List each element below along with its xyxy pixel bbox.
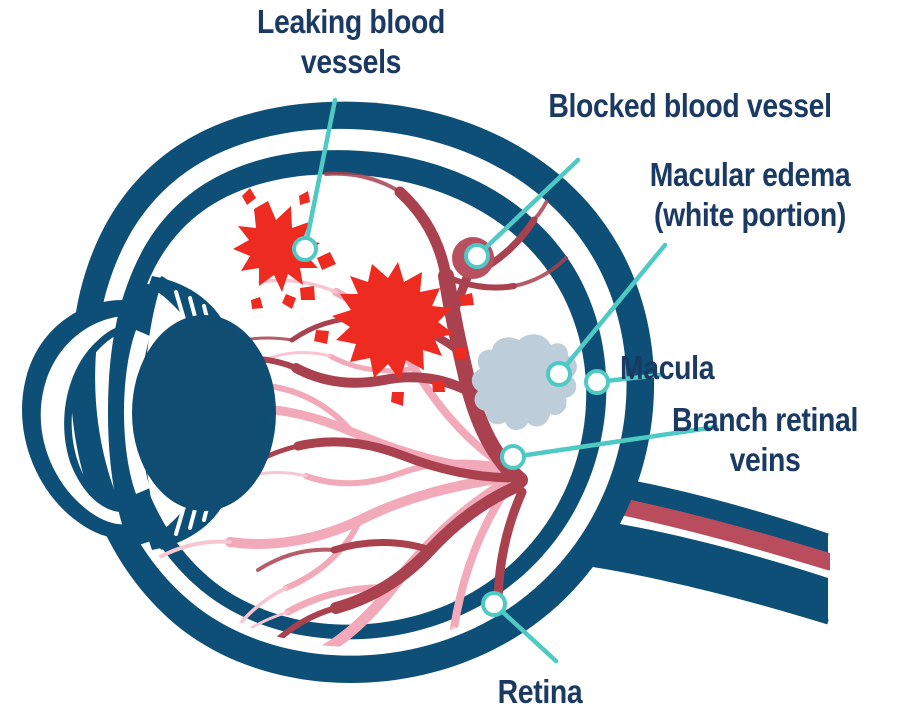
leader-dots <box>292 236 610 617</box>
label-macular-edema: Macular edema (white portion) <box>649 156 851 234</box>
label-macula: Macula <box>620 349 715 386</box>
leader-retina <box>491 601 559 664</box>
leader-macular-edema <box>556 242 668 377</box>
leader-lines <box>302 97 719 664</box>
lens <box>132 276 276 550</box>
leader-blocked-blood-vessel <box>474 157 581 259</box>
hemorrhage-splatter-lower <box>284 252 474 406</box>
central-retinal-vessel <box>560 478 830 571</box>
dot-macular-edema <box>546 361 572 387</box>
dot-leaking-blood-vessels <box>292 236 318 262</box>
label-branch-retinal-veins: Branch retinal veins <box>671 401 859 479</box>
label-blocked-blood-vessel: Blocked blood vessel <box>548 87 832 124</box>
dot-blocked-blood-vessel <box>464 243 490 269</box>
leader-leaking-blood-vessels <box>302 97 338 252</box>
dot-branch-retinal-veins <box>500 444 526 470</box>
dot-macula <box>584 369 610 395</box>
hemorrhage-splatter-upper <box>233 188 320 309</box>
dot-retina <box>481 591 507 617</box>
label-retina: Retina <box>497 673 583 710</box>
macular-edema-blob <box>471 334 577 431</box>
label-leaking-blood-vessels: Leaking blood vessels <box>257 3 445 81</box>
leader-branch-retinal-veins <box>510 424 719 460</box>
cornea <box>21 300 138 539</box>
